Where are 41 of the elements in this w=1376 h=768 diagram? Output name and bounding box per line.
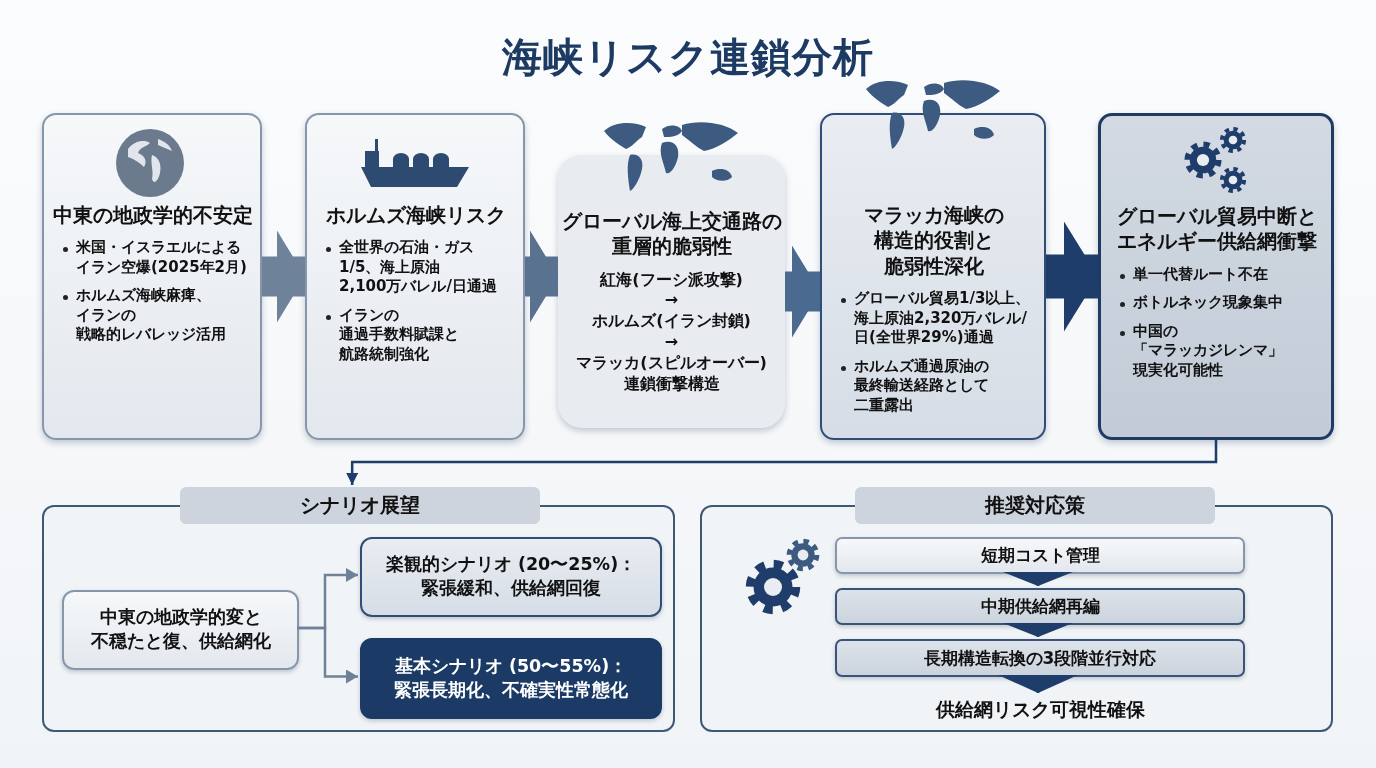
card-title: ホルムズ海峡リスク	[325, 203, 507, 229]
section-heading: 推奨対応策	[855, 487, 1215, 524]
flow-text: マラッカ(スピルオーバー)連鎖衝撃構造	[575, 352, 768, 395]
info-card	[42, 113, 262, 440]
arrow	[525, 230, 558, 323]
flow-text: →	[663, 332, 680, 353]
step-box: 短期コスト管理	[835, 537, 1245, 574]
arrow	[297, 626, 358, 684]
flow-text: 紅海(フーシ派攻撃)	[598, 269, 744, 291]
bullet-text: 中国の「マラッカジレンマ」現実化可能性	[1117, 321, 1323, 381]
bullet-text: 米国・イスラエルによるイラン空爆(2025年2月)	[60, 238, 252, 278]
scenario-box: 楽観的シナリオ (20〜25%)：緊張緩和、供給網回復	[360, 537, 662, 617]
bullet-text: グローバル貿易1/3以上、海上原油2,320万バレル/日(全世界29%)通過	[838, 289, 1036, 348]
info-card	[1098, 113, 1334, 440]
bullet-text: イランの通過手数料賦課と航路統制強化	[323, 305, 515, 365]
arrow	[346, 440, 1218, 485]
section-heading: シナリオ展望	[180, 487, 540, 524]
arrow	[998, 675, 1078, 693]
step-box: 長期構造転換の3段階並行対応	[835, 639, 1245, 677]
flow-text: →	[663, 290, 680, 312]
arrow	[1003, 572, 1073, 586]
bullet-text: 単一代替ルート不在	[1117, 264, 1323, 285]
arrow	[785, 245, 820, 338]
step-box: 中期供給網再編	[835, 588, 1245, 625]
bullet-text: ホルムズ通過原油の最終輸送経路として二重露出	[838, 356, 1036, 416]
bullet-text: ボトルネック現象集中	[1117, 293, 1323, 313]
card-title: マラッカ海峡の構造的役割と脆弱性深化	[863, 203, 1005, 280]
scenario-box: 基本シナリオ (50〜55%)：緊張長期化、不確実性常態化	[360, 638, 662, 719]
bullet-text: 全世界の石油・ガス1/5、海上原油2,100万バレル/日通過	[323, 238, 515, 297]
arrow	[262, 230, 305, 323]
diagram-title: 海峡リスク連鎖分析	[501, 33, 875, 82]
bullet-text: ホルムズ海峡麻痺、イランの戦略的レバレッジ活用	[60, 286, 252, 345]
card-title: 中東の地政学的不安定	[52, 203, 254, 229]
arrow	[1046, 221, 1098, 332]
card-title: グローバル海上交通路の重層的脆弱性	[560, 209, 783, 260]
scenario-box: 中東の地政学的変と不穏たと復、供給網化	[62, 590, 299, 670]
result-text: 供給網リスク可視性確保	[890, 695, 1190, 725]
info-card	[305, 113, 525, 440]
arrow	[1003, 623, 1073, 637]
card-title: グローバル貿易中断とエネルギー供給網衝撃	[1116, 204, 1318, 255]
flow-text: ホルムズ(イラン封鎖)	[591, 311, 752, 333]
